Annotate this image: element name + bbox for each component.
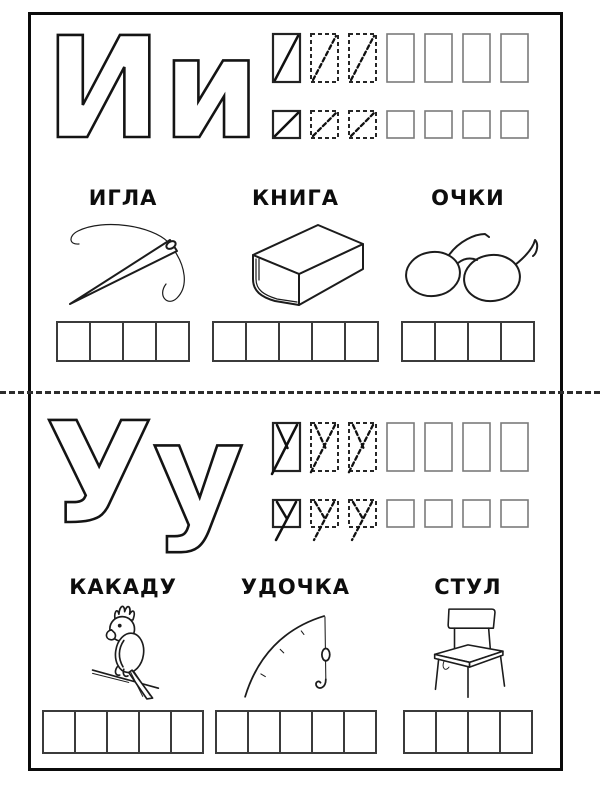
words-row-u: КАКАДУ — [37, 574, 554, 754]
letter-boxes — [56, 321, 191, 362]
letter-box — [344, 321, 379, 362]
letter-box — [402, 710, 437, 754]
book-image — [225, 212, 367, 314]
letter-box — [245, 321, 280, 362]
trace-row-capital-u — [270, 421, 529, 476]
empty-cell — [462, 499, 491, 528]
trace-cell-solid — [270, 421, 302, 476]
section-letter-u: Уу — [31, 392, 560, 780]
letter-box — [278, 321, 313, 362]
letter-box — [155, 321, 191, 362]
word-label: ОЧКИ — [431, 186, 505, 210]
empty-cell — [386, 422, 415, 472]
needle-image — [56, 212, 190, 314]
trace-cell-dashed — [348, 499, 377, 542]
word-card-ochki: ОЧКИ — [382, 185, 554, 362]
empty-cell — [500, 499, 529, 528]
letter-boxes — [214, 710, 377, 754]
trace-cell-dashed — [310, 110, 339, 139]
cut-dashed-line — [0, 391, 600, 394]
empty-cell — [424, 422, 453, 472]
letter-box — [138, 710, 173, 754]
trace-cell-dashed — [308, 422, 339, 476]
trace-cell-dashed — [348, 110, 377, 139]
empty-cell — [462, 33, 491, 83]
letter-box — [278, 710, 313, 754]
word-card-udochka: УДОЧКА — [209, 574, 381, 754]
letter-box — [89, 321, 125, 362]
letter-box — [400, 321, 436, 362]
letter-box — [499, 321, 535, 362]
letter-boxes — [42, 710, 205, 754]
cockatoo-image — [64, 601, 182, 703]
letter-box — [106, 710, 141, 754]
letter-box — [170, 710, 205, 754]
empty-cell — [386, 499, 415, 528]
word-card-igla: ИГЛА — [37, 185, 209, 362]
fishing-rod-image — [226, 601, 366, 703]
empty-cell — [424, 110, 453, 139]
trace-row-small-u — [271, 498, 529, 542]
trace-cell-solid — [271, 32, 302, 84]
empty-cell — [500, 110, 529, 139]
practice-grid-i — [271, 32, 530, 140]
empty-cell — [424, 33, 453, 83]
chair-image — [410, 601, 526, 703]
letter-box — [311, 321, 346, 362]
empty-cell — [500, 33, 529, 83]
word-label: КАКАДУ — [69, 575, 177, 599]
word-label: ИГЛА — [88, 186, 158, 210]
empty-cell — [500, 422, 529, 472]
letter-box — [498, 710, 533, 754]
letter-box — [342, 710, 377, 754]
trace-cell-dashed — [348, 33, 377, 83]
letter-box — [214, 710, 249, 754]
trace-row-capital-i — [271, 32, 529, 84]
word-label: СТУЛ — [434, 575, 502, 599]
empty-cell — [462, 422, 491, 472]
words-row-i: ИГЛА КНИГА — [37, 185, 554, 362]
big-letters-ii: Ии — [44, 7, 271, 179]
word-card-kniga: КНИГА — [209, 185, 381, 362]
outline-letters-text: Уу — [45, 414, 244, 556]
empty-cell — [386, 110, 415, 139]
glasses-image — [397, 212, 539, 314]
letter-box — [56, 321, 92, 362]
letter-box — [433, 321, 469, 362]
letter-box — [466, 321, 502, 362]
trace-cell-solid — [271, 498, 302, 542]
letter-box — [246, 710, 281, 754]
letter-box — [74, 710, 109, 754]
trace-row-small-i — [271, 109, 529, 140]
word-card-kakadu: КАКАДУ — [37, 574, 209, 754]
big-letters-uu: Уу — [44, 392, 271, 568]
trace-cell-dashed — [310, 499, 339, 542]
letter-boxes — [400, 321, 535, 362]
empty-cell — [424, 499, 453, 528]
trace-cell-dashed — [346, 422, 377, 476]
section-letter-i: Ии — [31, 7, 560, 391]
word-label: УДОЧКА — [240, 575, 351, 599]
trace-cell-solid — [271, 109, 302, 140]
letter-box — [434, 710, 469, 754]
letter-box — [310, 710, 345, 754]
empty-cell — [386, 33, 415, 83]
letter-box — [122, 321, 158, 362]
empty-cell — [462, 110, 491, 139]
outline-letters-text: Ии — [45, 25, 260, 171]
letter-box — [212, 321, 247, 362]
letter-box — [466, 710, 501, 754]
letter-boxes — [212, 321, 379, 362]
letter-boxes — [402, 710, 533, 754]
trace-cell-dashed — [310, 33, 339, 83]
letter-box — [42, 710, 77, 754]
word-label: КНИГА — [252, 186, 339, 210]
practice-grid-u — [270, 421, 530, 542]
word-card-stul: СТУЛ — [382, 574, 554, 754]
